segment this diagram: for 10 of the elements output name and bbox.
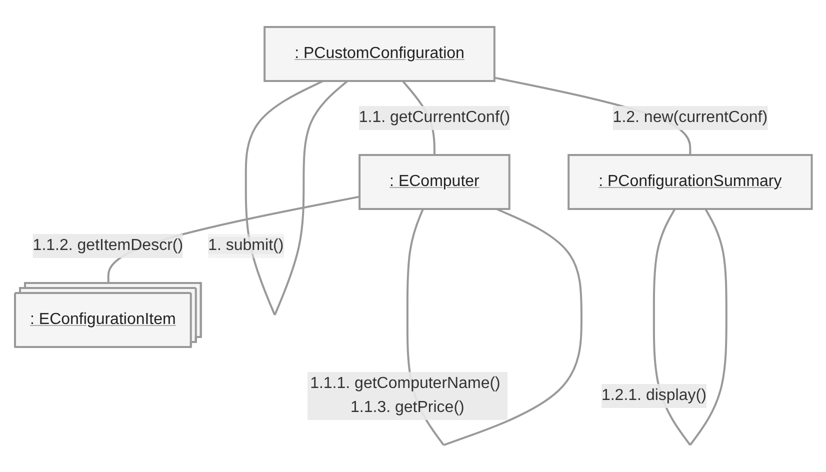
node-box: : PConfigurationSummary	[567, 154, 812, 210]
edge-label: 1.2.1. display()	[601, 386, 706, 404]
node-box: : PCustomConfiguration	[263, 26, 496, 82]
connector	[106, 196, 360, 284]
edge-label: 1.2. new(currentConf)	[612, 108, 768, 126]
node-box: : EComputer	[358, 154, 510, 210]
edge-label: 1. submit()	[208, 236, 284, 254]
edge-label: 1.1.2. getItemDescr()	[32, 236, 183, 254]
edge-label: 1.1.1. getComputerName() 1.1.3. getPrice()	[310, 374, 500, 416]
edge-label: 1.1. getCurrentConf()	[358, 108, 510, 126]
